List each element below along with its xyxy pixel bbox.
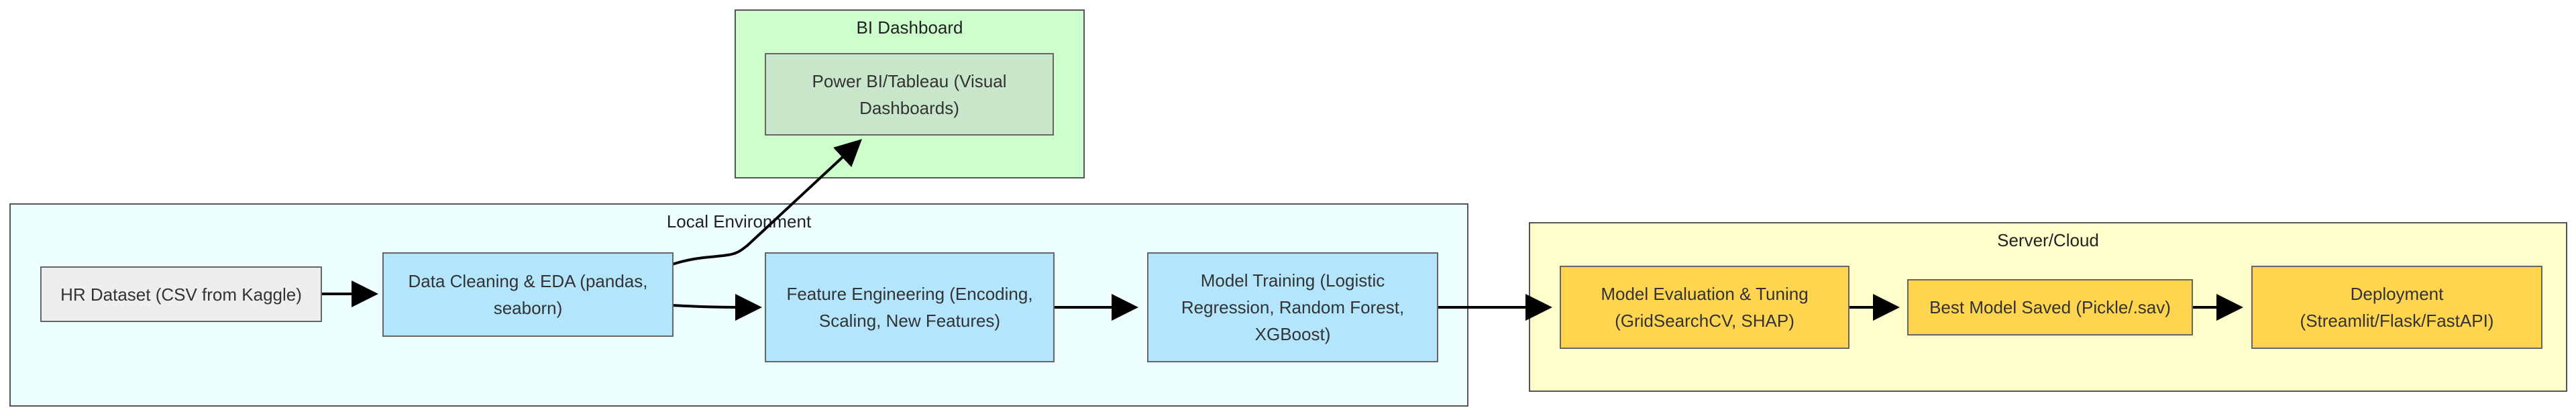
- node-best-model-saved: Best Model Saved (Pickle/.sav): [1907, 279, 2193, 335]
- node-feature-engineering: Feature Engineering (Encoding, Scaling, …: [765, 252, 1055, 362]
- node-label-best-model: Best Model Saved (Pickle/.sav): [1929, 297, 2171, 317]
- cluster-title-server-cloud: Server/Cloud: [1997, 230, 2099, 250]
- node-label-power-bi: Power BI/Tableau (Visual Dashboards): [812, 70, 1007, 118]
- node-deployment: Deployment (Streamlit/Flask/FastAPI): [2251, 266, 2542, 349]
- node-label-hr-dataset: HR Dataset (CSV from Kaggle): [60, 284, 302, 305]
- node-power-bi-tableau: Power BI/Tableau (Visual Dashboards): [765, 53, 1054, 136]
- node-model-training: Model Training (Logistic Regression, Ran…: [1147, 252, 1438, 362]
- node-label-model-training: Model Training (Logistic Regression, Ran…: [1181, 270, 1405, 344]
- node-label-data-cleaning: Data Cleaning & EDA (pandas, seaborn): [408, 271, 648, 318]
- node-label-feature-engineering: Feature Engineering (Encoding, Scaling, …: [786, 284, 1033, 331]
- node-data-cleaning-eda: Data Cleaning & EDA (pandas, seaborn): [382, 252, 674, 337]
- cluster-title-local-environment: Local Environment: [666, 211, 812, 231]
- node-label-model-evaluation: Model Evaluation & Tuning (GridSearchCV,…: [1601, 284, 1809, 331]
- node-hr-dataset: HR Dataset (CSV from Kaggle): [40, 266, 322, 322]
- node-model-evaluation-tuning: Model Evaluation & Tuning (GridSearchCV,…: [1560, 266, 1849, 349]
- cluster-title-bi-dashboard: BI Dashboard: [856, 17, 963, 38]
- node-label-deployment: Deployment (Streamlit/Flask/FastAPI): [2300, 284, 2494, 331]
